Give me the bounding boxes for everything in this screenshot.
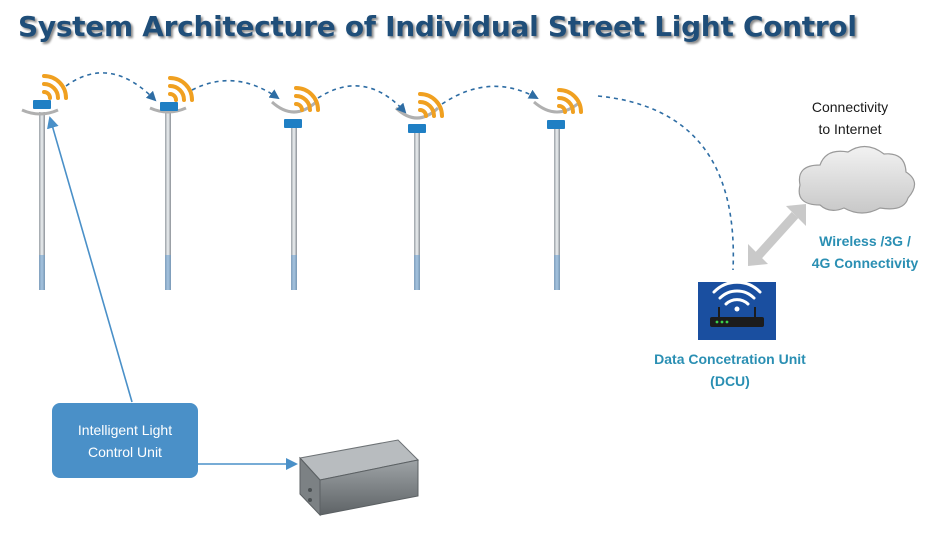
- dcu-label-line2: (DCU): [710, 373, 750, 389]
- link-1-2: [65, 72, 157, 102]
- signal-icon: [168, 76, 194, 102]
- wireless-label: Wireless /3G / 4G Connectivity: [800, 230, 930, 274]
- mesh-links: [65, 72, 735, 271]
- cloud-label-line1: Connectivity: [811, 99, 889, 115]
- ilcu-label-line1: Intelligent Light: [77, 421, 173, 438]
- link-5-dcu: [597, 95, 735, 271]
- street-light-3: [270, 86, 320, 290]
- wireless-label-line2: 4G Connectivity: [811, 255, 919, 271]
- street-light-1: [21, 74, 68, 290]
- signal-icon: [294, 86, 320, 112]
- ilcu-label-line2: Control Unit: [88, 443, 162, 460]
- link-3-4: [317, 85, 407, 114]
- wireless-label-line1: Wireless /3G /: [819, 233, 911, 249]
- control-enclosure-icon: [299, 439, 420, 517]
- signal-icon: [418, 92, 444, 118]
- signal-icon: [42, 74, 68, 100]
- ilcu-to-light-arrow: [47, 116, 133, 403]
- cloud-label: Connectivity to Internet: [790, 96, 910, 140]
- dcu-label: Data Concetration Unit (DCU): [650, 348, 810, 392]
- cloud-icon: [798, 145, 916, 214]
- street-light-2: [149, 76, 194, 290]
- dcu-label-line1: Data Concetration Unit: [654, 351, 806, 367]
- intelligent-light-control-unit-box: Intelligent Light Control Unit: [52, 403, 198, 478]
- signal-icon: [557, 88, 583, 114]
- link-2-3: [191, 79, 280, 100]
- street-light-5: [533, 88, 583, 290]
- cloud-label-line2: to Internet: [818, 121, 882, 137]
- street-light-4: [394, 92, 444, 290]
- double-arrow: [748, 204, 806, 266]
- page-title: System Architecture of Individual Street…: [18, 10, 857, 43]
- dcu-router-icon: [698, 280, 776, 340]
- link-4-5: [441, 85, 539, 105]
